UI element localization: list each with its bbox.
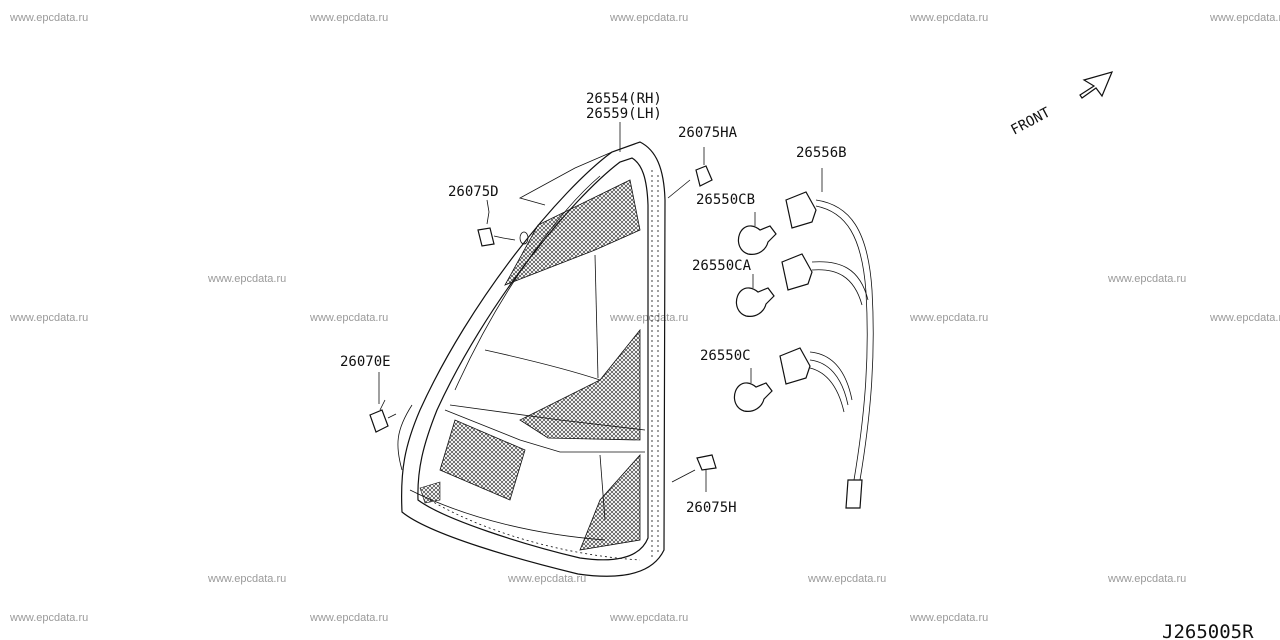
watermark: www.epcdata.ru — [1209, 312, 1280, 324]
watermarks: www.epcdata.ru www.epcdata.ru www.epcdat… — [9, 12, 1280, 624]
front-label: FRONT — [1008, 104, 1053, 138]
diagram-id: J265005R — [1162, 621, 1254, 640]
screw-26070e — [369, 372, 397, 433]
watermark: www.epcdata.ru — [909, 612, 988, 624]
bulb-26550c — [733, 368, 773, 412]
watermark: www.epcdata.ru — [609, 612, 688, 624]
watermark: www.epcdata.ru — [909, 12, 988, 24]
rear-combination-lamp — [397, 141, 666, 577]
watermark: www.epcdata.ru — [9, 612, 88, 624]
label-lamp-lh: 26559(LH) — [586, 106, 662, 122]
watermark: www.epcdata.ru — [309, 12, 388, 24]
label-26070e: 26070E — [340, 354, 391, 370]
label-26550c: 26550C — [700, 348, 751, 364]
watermark: www.epcdata.ru — [309, 612, 388, 624]
watermark: www.epcdata.ru — [1107, 573, 1186, 585]
watermark: www.epcdata.ru — [1107, 273, 1186, 285]
watermark: www.epcdata.ru — [609, 12, 688, 24]
watermark: www.epcdata.ru — [207, 573, 286, 585]
label-26550cb: 26550CB — [696, 192, 755, 208]
watermark: www.epcdata.ru — [9, 12, 88, 24]
bulb-26550ca — [735, 274, 775, 317]
label-26075d: 26075D — [448, 184, 499, 200]
watermark: www.epcdata.ru — [309, 312, 388, 324]
label-lamp-rh: 26554(RH) — [586, 91, 662, 107]
bulb-26550cb — [737, 212, 777, 255]
nut-26075h — [671, 454, 717, 492]
watermark: www.epcdata.ru — [507, 573, 586, 585]
watermark: www.epcdata.ru — [207, 273, 286, 285]
harness-26556b — [779, 168, 874, 509]
screw-26075d — [477, 199, 529, 247]
label-26075h: 26075H — [686, 500, 737, 516]
nut-26075ha — [667, 147, 713, 199]
label-26075ha: 26075HA — [678, 125, 738, 141]
label-26556b: 26556B — [796, 145, 847, 161]
front-direction-arrow: FRONT — [1008, 71, 1114, 139]
watermark: www.epcdata.ru — [609, 312, 688, 324]
watermark: www.epcdata.ru — [909, 312, 988, 324]
label-26550ca: 26550CA — [692, 258, 752, 274]
watermark: www.epcdata.ru — [1209, 12, 1280, 24]
watermark: www.epcdata.ru — [807, 573, 886, 585]
watermark: www.epcdata.ru — [9, 312, 88, 324]
